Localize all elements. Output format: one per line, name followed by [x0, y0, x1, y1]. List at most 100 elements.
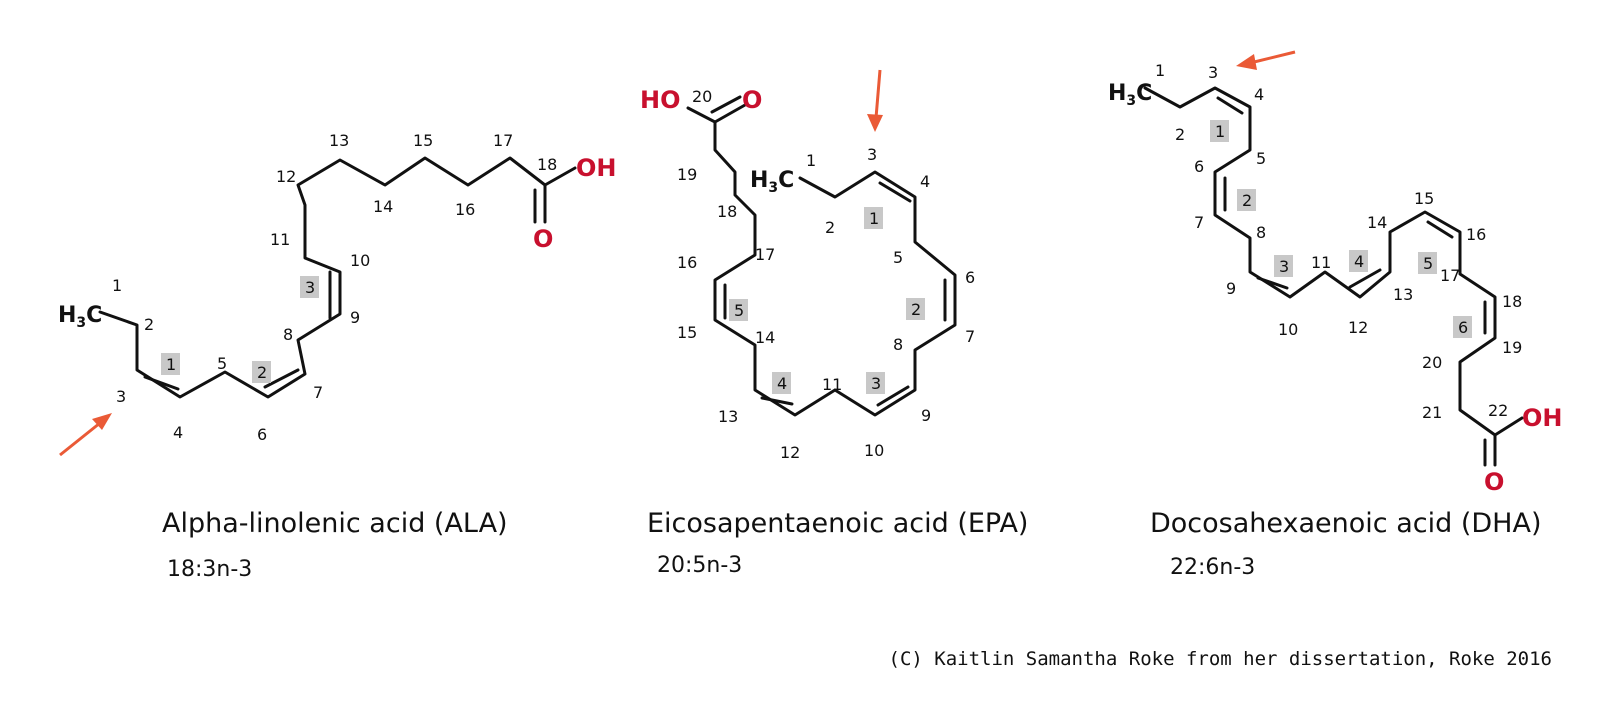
dha-carbon-18: 18	[1502, 292, 1522, 311]
ala-carbon-13: 13	[329, 131, 349, 150]
epa-carbonyl-oxygen-label: O	[742, 86, 762, 114]
epa-hydroxyl-bond	[686, 106, 717, 124]
dha-double-bond-5-line	[1426, 220, 1454, 239]
ala-chain-bonds	[98, 156, 547, 399]
epa-carbon-4: 4	[920, 172, 930, 191]
ala-carbon-3: 3	[116, 387, 126, 406]
dha-carbon-3: 3	[1208, 63, 1218, 82]
ala-double-bond-2-line	[263, 368, 300, 389]
ala-double-bond-2-box	[252, 361, 271, 383]
dha-carbon-6: 6	[1194, 157, 1204, 176]
epa-formula: 20:5n-3	[657, 553, 743, 578]
dha-carbon-10: 10	[1278, 320, 1298, 339]
dha-double-bond-2-number: 2	[1242, 191, 1252, 210]
epa-double-bond-3-number: 3	[871, 374, 881, 393]
dha-double-bond-4-line	[1348, 268, 1382, 289]
ala-carbon-17: 17	[493, 131, 513, 150]
epa-chain-bonds	[713, 120, 957, 417]
epa-carbon-18: 18	[717, 202, 737, 221]
dha-carbon-1: 1	[1155, 61, 1165, 80]
epa-double-bond-3-line	[876, 385, 910, 407]
dha-n3-arrow-head	[1236, 54, 1257, 70]
dha-double-bond-1-number: 1	[1215, 122, 1225, 141]
ala-double-bond-3-box	[300, 276, 319, 298]
epa-carbon-16: 16	[677, 253, 697, 272]
ala-n3-arrow-head	[92, 413, 112, 430]
epa-hydroxyl-label: HO	[640, 86, 681, 114]
epa-double-bond-3-box	[866, 372, 885, 394]
ala-structure: H3C OH O 1 2 3 4 5 6 7 8 9 10 11 12 13 1…	[58, 131, 617, 457]
dha-double-bond-6-number: 6	[1458, 318, 1468, 337]
dha-carbon-22: 22	[1488, 401, 1508, 420]
ala-n3-arrow-shaft	[59, 421, 101, 457]
dha-double-bond-4-number: 4	[1354, 252, 1364, 271]
epa-double-bond-1-box	[864, 207, 883, 229]
epa-carbon-10: 10	[864, 441, 884, 460]
dha-hydroxyl-label: OH	[1522, 404, 1563, 432]
epa-carbon-15: 15	[677, 323, 697, 342]
epa-double-bond-5-box	[729, 299, 748, 321]
epa-carbon-8: 8	[893, 335, 903, 354]
dha-name: Docosahexaenoic acid (DHA)	[1150, 508, 1542, 539]
ala-carbon-1: 1	[112, 276, 122, 295]
dha-double-bond-5-number: 5	[1423, 254, 1433, 273]
ala-hydroxyl-label: OH	[576, 154, 617, 182]
ala-carbon-8: 8	[283, 325, 293, 344]
ala-carbon-18: 18	[537, 155, 557, 174]
epa-carbon-9: 9	[921, 406, 931, 425]
dha-carbon-7: 7	[1194, 213, 1204, 232]
epa-n3-arrow-head	[867, 114, 883, 132]
dha-methyl-label: H3C	[1108, 81, 1152, 109]
dha-double-bond-3-line	[1256, 276, 1289, 290]
ala-carbon-16: 16	[455, 200, 475, 219]
epa-carbonyl-bond-2	[710, 95, 742, 114]
ala-carbon-10: 10	[350, 251, 370, 270]
dha-carbon-5: 5	[1256, 149, 1266, 168]
dha-carbon-9: 9	[1226, 279, 1236, 298]
epa-carbon-12: 12	[780, 443, 800, 462]
ala-carbon-12: 12	[276, 167, 296, 186]
dha-carbonyl-oxygen-label: O	[1484, 468, 1504, 496]
epa-name: Eicosapentaenoic acid (EPA)	[647, 508, 1029, 539]
dha-carbon-13: 13	[1393, 285, 1413, 304]
dha-carbon-21: 21	[1422, 403, 1442, 422]
epa-carbon-6: 6	[965, 268, 975, 287]
dha-carbon-19: 19	[1502, 338, 1522, 357]
epa-carbon-17: 17	[755, 245, 775, 264]
ala-double-bond-1-box	[161, 353, 180, 375]
ala-carbon-14: 14	[373, 197, 393, 216]
ala-formula: 18:3n-3	[167, 557, 253, 582]
epa-carbon-13: 13	[718, 407, 738, 426]
epa-structure: H3C HO O 1 2 3 4 5 6 7 8 9 10 11 12 13 1…	[640, 69, 975, 462]
epa-double-bond-1-number: 1	[869, 209, 879, 228]
ala-carbon-5: 5	[217, 354, 227, 373]
ala-carbon-15: 15	[413, 131, 433, 150]
dha-carbon-11: 11	[1311, 253, 1331, 272]
ala-double-bond-3-number: 3	[305, 278, 315, 297]
epa-carbonyl-bond	[713, 103, 747, 124]
dha-formula: 22:6n-3	[1170, 555, 1256, 580]
ala-hydroxyl-bond	[543, 166, 577, 187]
ala-methyl-label: H3C	[58, 303, 102, 331]
dha-double-bond-3-box	[1274, 255, 1293, 277]
epa-carbon-14: 14	[755, 328, 775, 347]
epa-carbon-5: 5	[893, 248, 903, 267]
dha-double-bond-1-box	[1210, 120, 1229, 142]
ala-carbon-2: 2	[144, 315, 154, 334]
dha-chain-bonds	[1143, 86, 1497, 437]
ala-double-bond-1-number: 1	[166, 355, 176, 374]
dha-carbon-17: 17	[1440, 266, 1460, 285]
copyright-credit: (C) Kaitlin Samantha Roke from her disse…	[888, 648, 1552, 670]
ala-double-bond-1-line	[143, 375, 180, 391]
epa-double-bond-5-number: 5	[734, 301, 744, 320]
epa-carbon-1: 1	[806, 151, 816, 170]
epa-double-bond-4-line	[760, 396, 794, 406]
dha-carbon-12: 12	[1348, 318, 1368, 337]
dha-double-bond-4-box	[1349, 250, 1368, 272]
epa-double-bond-2-box	[906, 298, 925, 320]
epa-carbon-20: 20	[692, 87, 712, 106]
dha-hydroxyl-bond	[1493, 416, 1524, 437]
ala-carbonyl-oxygen-label: O	[533, 225, 553, 253]
epa-carbon-3: 3	[867, 145, 877, 164]
